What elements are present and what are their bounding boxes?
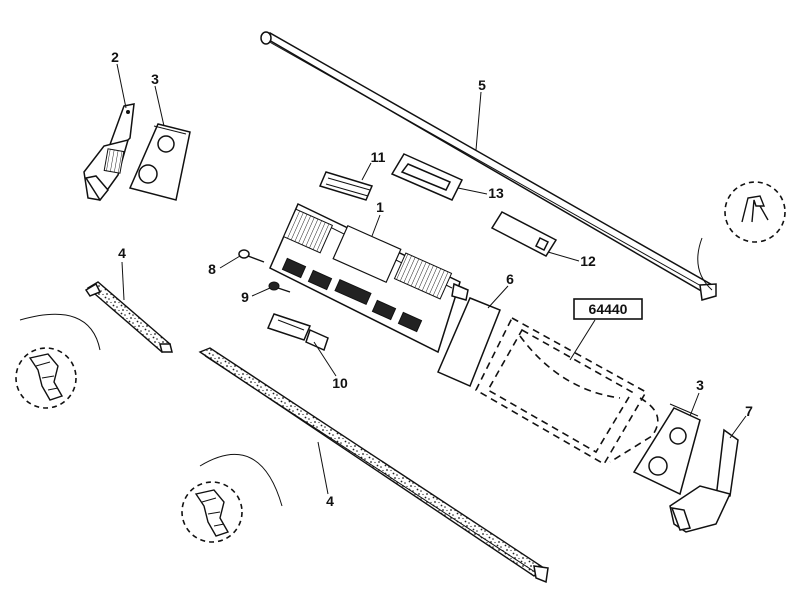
callout-13: 13 — [488, 185, 504, 201]
callout-5: 5 — [478, 77, 486, 93]
part-3-bezel-top — [128, 123, 191, 201]
part-9-screw — [268, 281, 291, 293]
callout-12: 12 — [580, 253, 596, 269]
callout-10: 10 — [332, 375, 348, 391]
part-2-bracket — [83, 103, 135, 202]
detail-circle-lower — [181, 453, 283, 543]
callout-labels: 1 2 3 3 4 4 5 6 7 8 9 10 11 12 13 — [111, 49, 753, 509]
callout-6: 6 — [506, 271, 514, 287]
part-5-top-trim-strip — [260, 31, 717, 301]
part-8-screw — [238, 249, 265, 263]
callout-4-left: 4 — [118, 245, 126, 261]
part-1-dashboard-panel — [269, 202, 469, 354]
part-13-frame — [390, 153, 464, 201]
callout-3-top: 3 — [151, 71, 159, 87]
callout-11: 11 — [371, 149, 386, 165]
callout-7: 7 — [745, 403, 753, 419]
part-10-switch — [266, 313, 329, 352]
callout-2: 2 — [111, 49, 119, 65]
detail-circle-clip — [697, 181, 786, 291]
part-4-grained-end — [84, 281, 173, 353]
dashed-glovebox-outline — [474, 316, 659, 466]
leader-lines — [116, 63, 747, 495]
part-7-bracket — [669, 428, 739, 533]
callout-9: 9 — [241, 289, 249, 305]
callout-3-lower: 3 — [696, 377, 704, 393]
part-12-cover-plate — [490, 211, 558, 257]
detail-circle-left — [15, 313, 101, 409]
reference-number: 64440 — [589, 301, 628, 317]
callout-8: 8 — [208, 261, 216, 277]
part-3-bezel-lower — [632, 403, 701, 496]
callout-1: 1 — [376, 199, 384, 215]
callout-4-lower: 4 — [326, 493, 334, 509]
part-4-lower-strip — [198, 347, 549, 584]
reference-box: 64440 — [573, 298, 643, 320]
part-11-vent-grille — [318, 171, 374, 201]
